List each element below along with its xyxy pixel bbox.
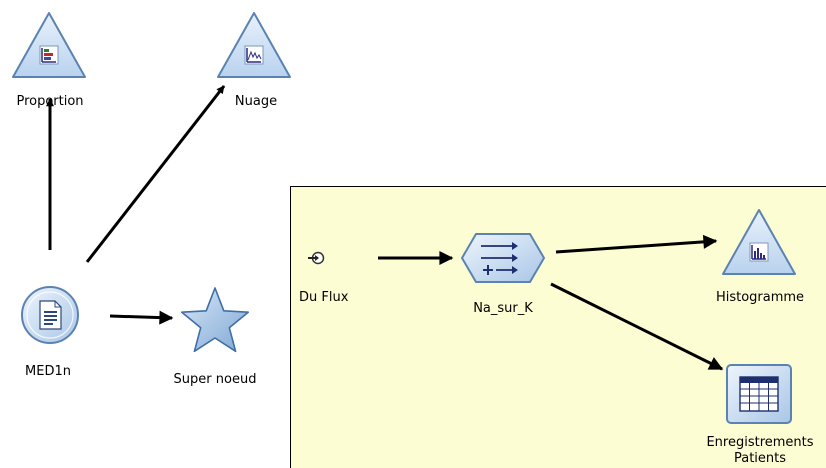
derive-field-icon[interactable]	[461, 233, 545, 283]
histogramme-label: Histogramme	[715, 290, 805, 305]
enregistrements-label-line2: Patients	[733, 451, 787, 466]
enregistrements-label-line1: Enregistrements	[706, 435, 814, 450]
du-flux-label: Du Flux	[299, 290, 349, 305]
med1n-label: MED1n	[25, 364, 71, 379]
supernode-star-icon[interactable]	[181, 287, 249, 353]
na-sur-k-label: Na_sur_K	[473, 301, 533, 316]
supernode-area	[290, 186, 826, 468]
stream-input-icon[interactable]	[308, 251, 325, 265]
proportion-label: Proportion	[16, 94, 84, 109]
nuage-label: Nuage	[234, 94, 278, 109]
link-nasurk-enregistrements[interactable]	[550, 282, 724, 371]
link-nasurk-histogramme[interactable]	[555, 234, 718, 254]
var-file-source-icon[interactable]	[21, 286, 79, 344]
link-med1n-nuage[interactable]	[85, 85, 226, 263]
plot-graph-icon[interactable]	[217, 12, 291, 78]
histogram-graph-icon[interactable]	[722, 209, 796, 275]
supernode-label: Super noeud	[173, 372, 257, 387]
distribution-graph-icon[interactable]	[12, 12, 86, 78]
link-med1n-supernode[interactable]	[109, 310, 174, 325]
table-output-icon[interactable]	[726, 364, 792, 424]
